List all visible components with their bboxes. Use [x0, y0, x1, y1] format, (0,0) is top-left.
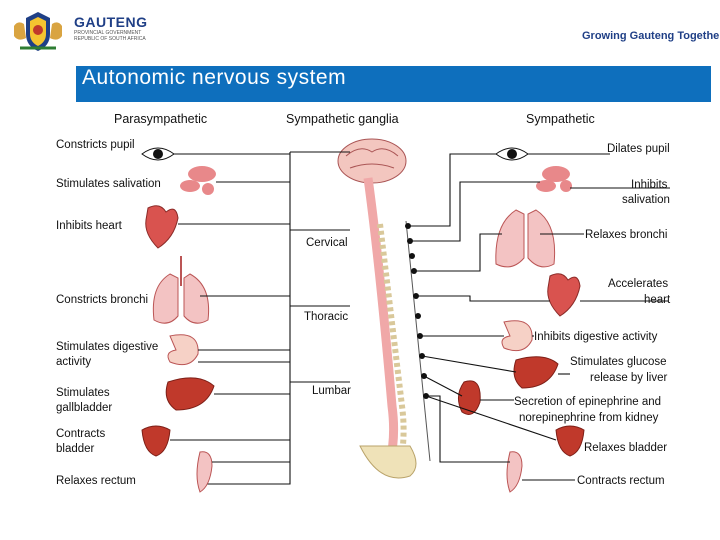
stomach-icon	[167, 334, 199, 366]
label-stimulates-digestive-1: Stimulates digestive	[56, 341, 158, 353]
ganglia-chain	[405, 220, 431, 462]
label-inhibits-salivation-1: Inhibits	[631, 179, 668, 191]
heart-icon	[547, 273, 581, 317]
lungs-icon	[152, 256, 210, 324]
label-contracts-bladder-2: bladder	[56, 443, 95, 455]
region-cervical: Cervical	[306, 237, 348, 249]
label-relaxes-bladder: Relaxes bladder	[584, 442, 667, 454]
eye-icon	[141, 147, 175, 161]
slogan: Growing Gauteng Together	[582, 30, 720, 42]
title-bar: Autonomic nervous system	[76, 66, 711, 102]
label-stimulates-glucose-2: release by liver	[590, 372, 668, 384]
coat-of-arms-icon	[14, 12, 62, 51]
eye-icon	[495, 147, 529, 161]
spinal-cord-icon	[359, 177, 417, 479]
liver-icon	[165, 377, 215, 411]
lungs-icon	[495, 209, 556, 268]
bladder-icon	[555, 425, 585, 457]
label-accelerates-heart-1: Accelerates	[608, 278, 668, 290]
salivary-gland-icon	[180, 166, 216, 195]
label-dilates-pupil: Dilates pupil	[607, 143, 670, 155]
gauteng-logo: GAUTENG PROVINCIAL GOVERNMENT REPUBLIC O…	[8, 8, 168, 54]
slide-title: Autonomic nervous system	[82, 66, 347, 89]
label-inhibits-digestive: Inhibits digestive activity	[534, 331, 658, 343]
label-inhibits-heart: Inhibits heart	[56, 220, 123, 232]
header-sympathetic: Sympathetic	[526, 112, 595, 126]
org-subtitle: PROVINCIAL GOVERNMENT	[74, 30, 142, 36]
label-relaxes-rectum: Relaxes rectum	[56, 475, 136, 487]
liver-icon	[513, 356, 559, 389]
region-lumbar: Lumbar	[312, 385, 351, 397]
stomach-icon	[501, 320, 533, 352]
label-relaxes-bronchi: Relaxes bronchi	[585, 229, 667, 241]
brain-icon	[337, 138, 407, 184]
label-constricts-bronchi: Constricts bronchi	[56, 294, 148, 306]
label-contracts-rectum: Contracts rectum	[577, 475, 665, 487]
label-stimulates-gallbladder-2: gallbladder	[56, 402, 112, 414]
org-name: GAUTENG	[74, 14, 148, 30]
label-stimulates-gallbladder-1: Stimulates	[56, 387, 110, 399]
label-epinephrine-1: Secretion of epinephrine and	[514, 396, 661, 408]
rectum-icon	[196, 451, 213, 493]
heart-icon	[145, 205, 179, 249]
ans-diagram: Parasympathetic Sympathetic ganglia Symp…	[56, 112, 671, 493]
label-stimulates-salivation: Stimulates salivation	[56, 178, 161, 190]
label-inhibits-salivation-2: salivation	[622, 194, 670, 206]
header-sympathetic-ganglia: Sympathetic ganglia	[286, 112, 399, 126]
label-epinephrine-2: norepinephrine from kidney	[519, 412, 659, 424]
region-thoracic: Thoracic	[304, 311, 348, 323]
label-accelerates-heart-2: heart	[644, 294, 671, 306]
kidney-icon	[458, 380, 481, 415]
org-country: REPUBLIC OF SOUTH AFRICA	[74, 36, 146, 42]
bladder-icon	[141, 425, 171, 457]
label-constricts-pupil: Constricts pupil	[56, 139, 135, 151]
label-stimulates-glucose-1: Stimulates glucose	[570, 356, 667, 368]
header-parasympathetic: Parasympathetic	[114, 112, 207, 126]
label-stimulates-digestive-2: activity	[56, 356, 91, 368]
rectum-icon	[506, 451, 523, 493]
label-contracts-bladder-1: Contracts	[56, 428, 105, 440]
salivary-gland-icon	[536, 166, 572, 192]
